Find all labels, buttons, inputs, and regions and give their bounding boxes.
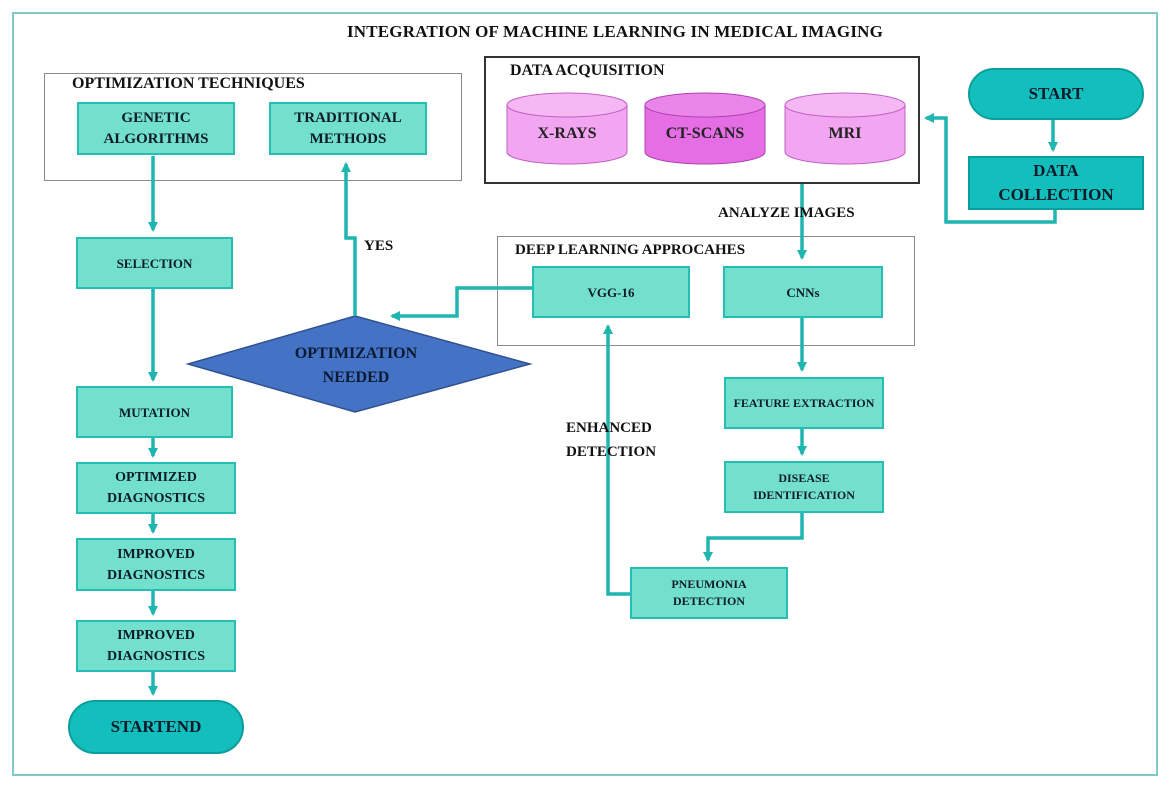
start-terminal: START: [968, 68, 1144, 120]
data-acquisition-group: [484, 56, 920, 184]
yes-label: YES: [364, 238, 394, 254]
deep-learning-label: DEEP LEARNING APPROCAHES: [515, 242, 746, 258]
optimization-needed-label: OPTIMIZATION NEEDED: [294, 345, 418, 386]
pneumonia-detection-box: PNEUMONIA DETECTION: [630, 567, 788, 619]
vgg16-box: VGG-16: [532, 266, 690, 318]
optimization-needed-diamond: [185, 315, 533, 413]
genetic-algorithms-box: GENETIC ALGORITHMS: [77, 102, 235, 155]
ctscans-cylinder: [644, 92, 766, 165]
xrays-cylinder: [506, 92, 628, 165]
mri-cylinder: [784, 92, 906, 165]
diagram-title: INTEGRATION OF MACHINE LEARNING IN MEDIC…: [346, 22, 884, 41]
deep-learning-group: [497, 236, 915, 346]
mutation-box: MUTATION: [76, 386, 233, 438]
diagram-frame: [12, 12, 1158, 776]
improved-diagnostics-box-2: IMPROVED DIAGNOSTICS: [76, 620, 236, 672]
selection-box: SELECTION: [76, 237, 233, 289]
optimization-techniques-label: OPTIMIZATION TECHNIQUES: [72, 75, 305, 92]
mri-label: MRI: [828, 125, 862, 142]
enhanced-detection-label: ENHANCED DETECTION: [566, 420, 657, 460]
startend-terminal: STARTEND: [68, 700, 244, 754]
data-acquisition-label: DATA ACQUISITION: [510, 62, 665, 79]
traditional-methods-box: TRADITIONAL METHODS: [269, 102, 427, 155]
ctscans-label: CT-SCANS: [665, 125, 745, 142]
cnns-box: CNNs: [723, 266, 883, 318]
disease-identification-box: DISEASE IDENTIFICATION: [724, 461, 884, 513]
feature-extraction-box: FEATURE EXTRACTION: [724, 377, 884, 429]
analyze-images-label: ANALYZE IMAGES: [718, 205, 855, 221]
optimization-techniques-group: [44, 73, 462, 181]
xrays-label: X-RAYS: [537, 125, 597, 142]
optimized-diagnostics-box: OPTIMIZED DIAGNOSTICS: [76, 462, 236, 514]
improved-diagnostics-box-1: IMPROVED DIAGNOSTICS: [76, 538, 236, 591]
connectors: [148, 113, 1058, 696]
data-collection-box: DATA COLLECTION: [968, 156, 1144, 210]
